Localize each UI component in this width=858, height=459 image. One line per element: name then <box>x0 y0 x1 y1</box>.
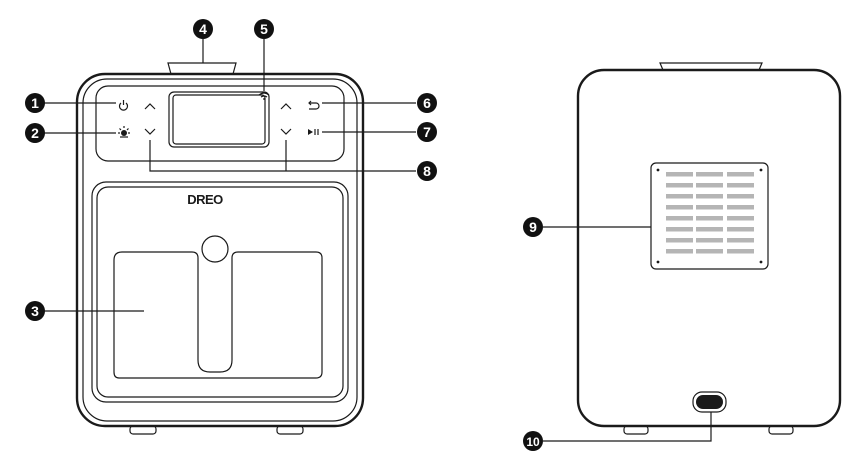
svg-text:3: 3 <box>31 303 39 319</box>
callout-3: 3 <box>25 301 45 321</box>
brand-logo: DREO <box>187 192 223 207</box>
svg-text:9: 9 <box>529 219 537 235</box>
grille-slat <box>727 238 754 243</box>
callout-10: 10 <box>523 431 543 451</box>
front-foot-right <box>276 425 304 435</box>
grille-slat <box>696 183 723 188</box>
callout-9: 9 <box>523 217 543 237</box>
display-screen-inner <box>172 94 266 145</box>
back-body-outer <box>576 68 842 428</box>
front-foot-left <box>129 425 157 435</box>
callout-5: 5 <box>254 19 274 39</box>
air-outlet-frame <box>650 162 769 270</box>
callout-7: 7 <box>417 122 437 142</box>
display-screen <box>168 91 270 148</box>
top-handle <box>167 62 237 75</box>
grille-slat <box>696 172 723 177</box>
svg-text:8: 8 <box>423 163 431 179</box>
svg-text:1: 1 <box>31 95 39 111</box>
basket-window <box>113 251 323 379</box>
callout-1: 1 <box>25 93 45 113</box>
grille-slat <box>727 227 754 232</box>
air-outlet-grille <box>666 172 754 254</box>
leader-lines <box>44 39 712 442</box>
basket-drawer[interactable] <box>91 181 349 403</box>
back-icon[interactable] <box>308 100 320 110</box>
chevron-down-icon[interactable] <box>280 128 292 135</box>
chevron-down-icon[interactable] <box>144 128 156 135</box>
grille-slat <box>727 183 754 188</box>
svg-text:10: 10 <box>526 435 540 449</box>
power-icon[interactable] <box>118 100 129 111</box>
grille-slat <box>696 205 723 210</box>
callout-markers: 1 2 3 4 5 6 7 8 9 10 <box>25 19 543 451</box>
svg-text:4: 4 <box>199 21 207 37</box>
grille-slat <box>727 205 754 210</box>
grille-slat <box>666 216 693 221</box>
callout-2: 2 <box>25 123 45 143</box>
grille-slat <box>696 227 723 232</box>
back-view <box>576 62 842 435</box>
svg-text:6: 6 <box>423 95 431 111</box>
front-body-outer <box>75 72 365 428</box>
wifi-icon <box>258 92 270 100</box>
grille-slat <box>727 216 754 221</box>
grille-slat <box>727 249 754 254</box>
grille-slat <box>696 249 723 254</box>
callout-6: 6 <box>417 93 437 113</box>
front-view: DREO <box>75 62 365 435</box>
callout-4: 4 <box>193 19 213 39</box>
basket-drawer-inner <box>96 186 344 398</box>
chevron-up-icon[interactable] <box>144 103 156 110</box>
light-icon[interactable] <box>118 126 130 138</box>
play-pause-icon[interactable] <box>308 129 319 135</box>
svg-text:7: 7 <box>423 124 431 140</box>
grille-slat <box>666 249 693 254</box>
handle-knob <box>201 235 229 263</box>
power-cord-port <box>692 391 727 413</box>
grille-slat <box>666 183 693 188</box>
grille-slat <box>666 194 693 199</box>
grille-slat <box>696 194 723 199</box>
grille-slat <box>696 238 723 243</box>
grille-slat <box>666 227 693 232</box>
grille-slat <box>666 238 693 243</box>
callout-8: 8 <box>417 161 437 181</box>
grille-slat <box>727 172 754 177</box>
grille-slat <box>666 205 693 210</box>
grille-slat <box>666 172 693 177</box>
front-body-inner <box>82 78 358 422</box>
svg-text:2: 2 <box>31 125 39 141</box>
svg-text:5: 5 <box>260 21 268 37</box>
chevron-up-icon[interactable] <box>280 103 292 110</box>
back-foot-left <box>623 425 649 435</box>
grille-slat <box>727 194 754 199</box>
grille-slat <box>696 216 723 221</box>
control-panel <box>95 85 345 162</box>
back-foot-right <box>768 425 794 435</box>
